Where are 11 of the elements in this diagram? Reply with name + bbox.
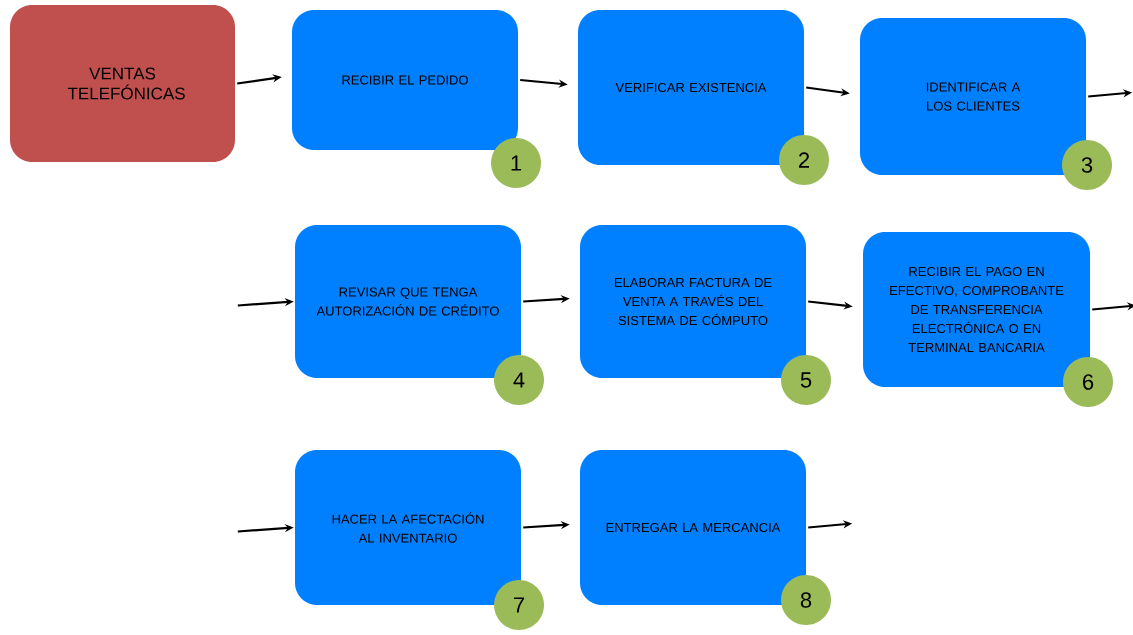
step-number: 2	[779, 135, 829, 185]
arrow	[1092, 302, 1133, 311]
step-number: 5	[781, 355, 831, 405]
step-number: 4	[494, 355, 544, 405]
start-box: VENTAS TELEFÓNICAS	[10, 5, 235, 162]
step-number: 8	[781, 575, 831, 625]
process-box: RECIBIR EL PEDIDO	[292, 10, 518, 150]
step-number: 3	[1062, 140, 1112, 190]
step-number: 6	[1063, 357, 1113, 407]
step-number: 1	[491, 138, 541, 188]
step-number: 7	[494, 580, 544, 630]
